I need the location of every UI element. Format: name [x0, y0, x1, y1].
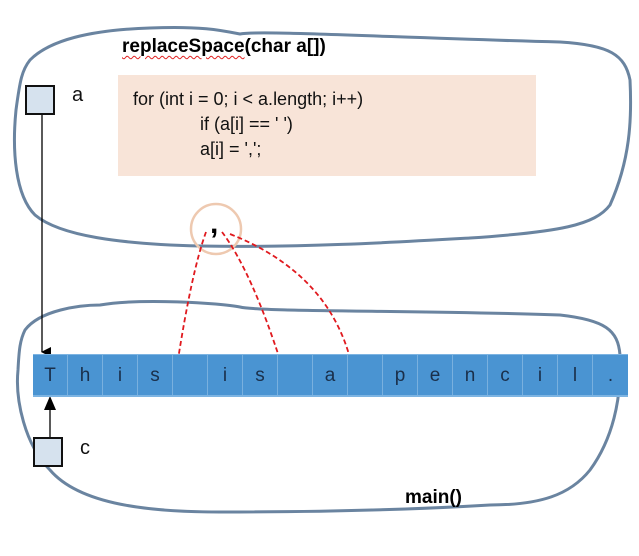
array-cell: i — [523, 355, 558, 395]
replace-space-scope-outline — [12, 25, 633, 248]
replacement-char: , — [210, 207, 219, 240]
array-cell — [348, 355, 383, 395]
array-cell — [278, 355, 313, 395]
replacement-char-highlight — [189, 202, 243, 256]
array-cell: T — [33, 355, 68, 395]
replace-arrow-line — [229, 233, 353, 367]
array-cell: s — [138, 355, 173, 395]
variable-c-box — [33, 437, 63, 467]
code-line-for: for (int i = 0; i < a.length; i++) — [133, 89, 364, 109]
code-block: for (int i = 0; i < a.length; i++) if (a… — [118, 75, 536, 176]
variable-c-label: c — [80, 437, 90, 459]
array-cell: l — [558, 355, 593, 395]
replace-arrow-line — [221, 231, 283, 367]
array-cell: e — [418, 355, 453, 395]
code-line-if: if (a[i] == ' ') — [200, 114, 293, 134]
parameter-a-label: a — [72, 84, 84, 106]
parameter-a-box — [25, 85, 55, 115]
main-scope-outline — [16, 300, 622, 514]
array-cell: i — [103, 355, 138, 395]
array-cell: c — [488, 355, 523, 395]
array-cell: h — [68, 355, 103, 395]
main-title: main() — [405, 487, 462, 508]
replace-space-title: replaceSpace(char a[]) — [122, 36, 326, 57]
code-line-assign: a[i] = ','; — [200, 139, 262, 159]
array-cell: n — [453, 355, 488, 395]
array-cell: a — [313, 355, 348, 395]
replace-arrow-line — [176, 231, 207, 367]
array-cell: p — [383, 355, 418, 395]
array-cell: s — [243, 355, 278, 395]
array-cell: . — [607, 365, 614, 386]
array-cell: i — [208, 355, 243, 395]
array-cell — [173, 355, 208, 395]
